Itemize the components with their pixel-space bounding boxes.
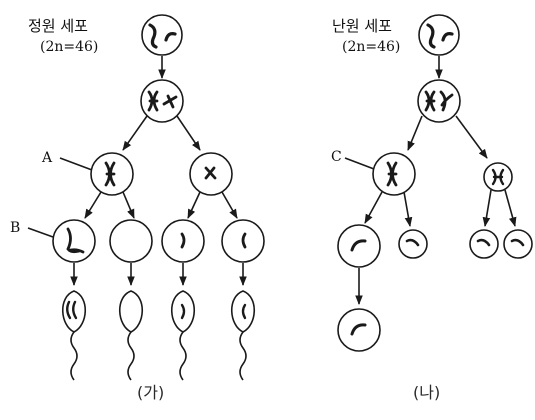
secondary-spermatocyte: [189, 152, 233, 196]
marker-a-leader: [59, 157, 93, 171]
arrow: [176, 115, 201, 151]
ovum-cell: [337, 308, 381, 352]
right-cell-name: 난원 세포: [332, 17, 392, 35]
second-polar-body: [469, 229, 499, 259]
right-caption: (나): [413, 383, 440, 402]
marker-b-leader: [27, 227, 54, 238]
left-cell-name: 정원 세포: [28, 17, 88, 35]
marker-a: A: [41, 150, 53, 166]
spermatid-empty: [109, 219, 153, 263]
arrow: [122, 191, 135, 219]
arrow: [221, 191, 238, 219]
spermatid: [161, 219, 205, 263]
arrow: [122, 115, 148, 151]
second-polar-body: [503, 229, 533, 259]
ootid-cell: [337, 224, 381, 268]
oogonium-cell: [418, 14, 460, 56]
sperm-cell: [61, 290, 87, 381]
arrow: [84, 191, 102, 219]
arrow: [364, 191, 383, 224]
sperm-cell: [118, 290, 144, 381]
arrow: [504, 189, 517, 227]
left-caption: (가): [137, 383, 164, 402]
secondary-oocyte-c: [372, 152, 416, 196]
right-chromosome-count: (2n=46): [342, 39, 400, 55]
marker-b: B: [10, 220, 20, 236]
arrow: [407, 115, 423, 151]
left-panel: [27, 14, 265, 381]
right-panel: [337, 14, 533, 352]
second-polar-body: [398, 229, 428, 259]
primary-oocyte-cell: [417, 79, 461, 123]
arrow: [403, 191, 413, 227]
spermatid: [221, 219, 265, 263]
left-chromosome-count: (2n=46): [40, 39, 98, 55]
marker-c: C: [331, 149, 342, 165]
arrow: [455, 115, 488, 159]
sperm-cell: [170, 290, 196, 381]
arrow: [482, 189, 492, 227]
arrow: [187, 191, 201, 219]
first-polar-body: [483, 162, 513, 192]
secondary-spermatocyte-a: [90, 152, 134, 196]
primary-spermatocyte-cell: [140, 79, 184, 123]
sperm-cell: [230, 290, 256, 381]
spermatid-b: [52, 219, 96, 263]
marker-c-leader: [344, 157, 375, 170]
spermatogonium-cell: [141, 14, 183, 56]
